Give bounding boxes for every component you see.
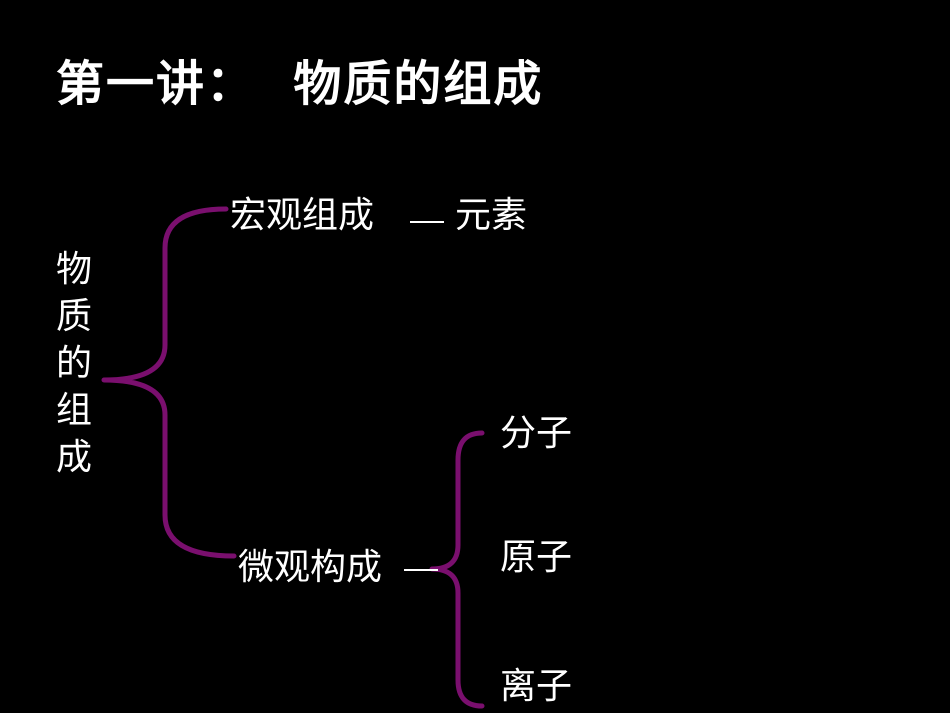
root-char: 物 bbox=[55, 249, 92, 290]
root-char: 的 bbox=[55, 343, 92, 384]
ion-label: 离子 bbox=[500, 666, 573, 707]
connector-dash bbox=[410, 221, 444, 223]
main-brace bbox=[101, 206, 237, 559]
root-char: 质 bbox=[55, 296, 92, 337]
micro-brace bbox=[429, 430, 485, 709]
root-label: 物 质 的 组 成 bbox=[50, 246, 98, 481]
molecule-label: 分子 bbox=[500, 413, 573, 454]
connector-dash bbox=[404, 569, 438, 571]
slide-title: 第一讲： 物质的组成 bbox=[56, 56, 544, 112]
element-label: 元素 bbox=[455, 195, 528, 236]
root-char: 成 bbox=[55, 437, 92, 478]
root-char: 组 bbox=[55, 390, 92, 431]
macro-composition-label: 宏观组成 bbox=[230, 195, 375, 236]
atom-label: 原子 bbox=[500, 537, 573, 578]
micro-composition-label: 微观构成 bbox=[238, 547, 383, 588]
